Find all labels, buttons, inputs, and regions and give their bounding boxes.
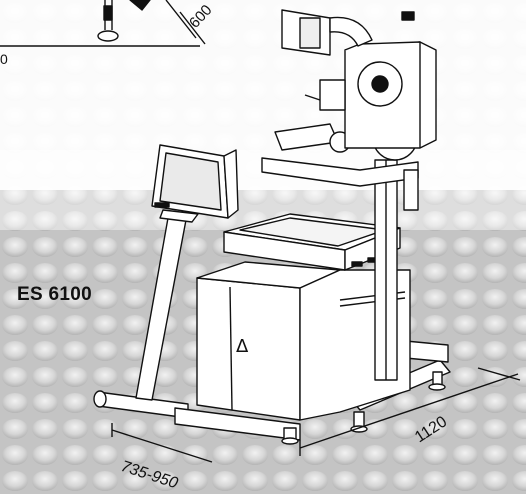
inset-leveling-foot	[0, 0, 206, 47]
monitor-stand	[135, 209, 199, 401]
monitor-screen	[151, 144, 239, 219]
dimension-lines	[111, 367, 521, 463]
model-label: ES 6100	[17, 284, 92, 305]
cabinet	[196, 261, 411, 421]
print-head-assembly	[261, 9, 437, 211]
warning-triangle-icon: Δ	[236, 336, 249, 357]
dimension-partial-label: 0	[0, 51, 8, 67]
column	[374, 159, 398, 381]
